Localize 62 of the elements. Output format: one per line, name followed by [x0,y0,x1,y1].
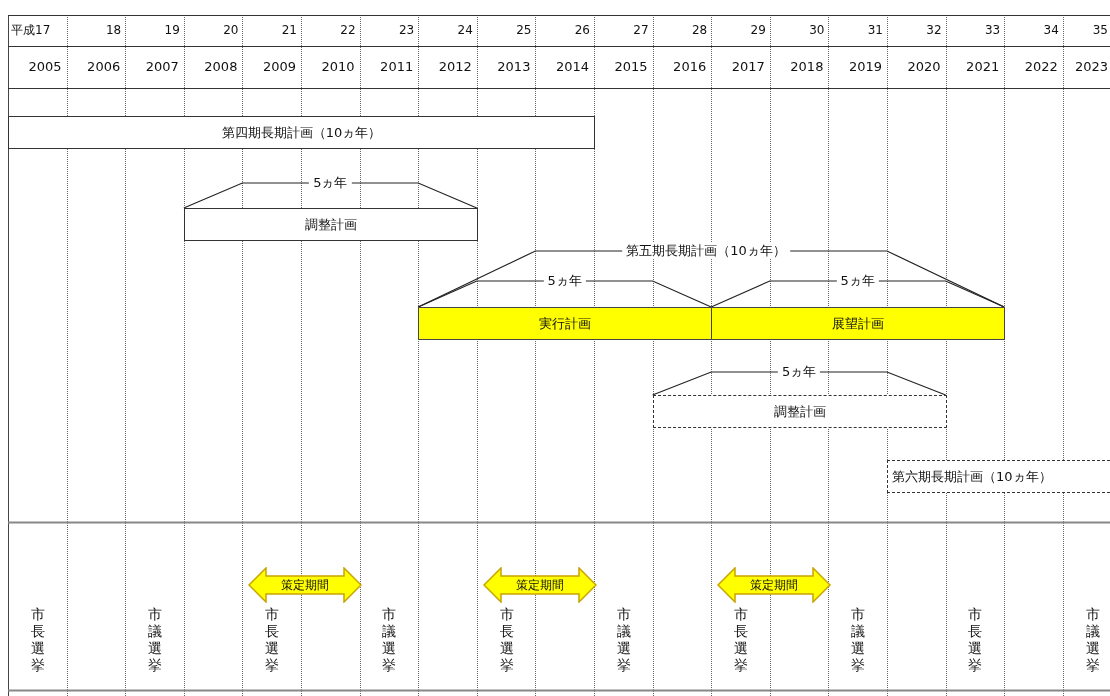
era-year-label: 21 [281,23,297,37]
plan-box: 第四期長期計画（10ヵ年） [8,116,595,149]
year-label: 2016 [673,60,707,74]
era-year-label: 18 [105,23,122,37]
era-year-label: 30 [809,23,825,37]
double-arrow [482,567,597,603]
plan-box: 調整計画 [652,395,947,428]
year-label: 2020 [907,60,941,74]
year-label: 2022 [1024,60,1058,74]
plan-box: 第六期長期計画（10ヵ年） [887,460,1110,493]
year-label: 2010 [321,60,355,74]
era-year-label: 34 [1043,23,1059,37]
election-label: 市議選挙 [616,606,632,674]
arrow-label: 策定期間 [280,577,331,593]
era-year-label: 20 [223,23,239,37]
year-label: 2013 [497,60,531,74]
arrow-label: 策定期間 [514,577,565,593]
arrow-label: 策定期間 [749,577,800,593]
era-year-label: 33 [984,23,1001,37]
year-label: 2008 [204,60,238,74]
year-label: 2011 [380,60,414,74]
year-label: 2005 [28,60,62,74]
election-label: 市長選挙 [967,606,983,674]
plan-box: 実行計画 [418,307,713,340]
era-year-label: 27 [633,23,649,37]
year-label: 2019 [848,60,882,74]
era-year-label: 32 [926,23,942,37]
era-year-label: 35 [1092,23,1108,37]
election-label: 市長選挙 [30,606,46,674]
year-label: 2006 [87,60,121,74]
era-year-label: 26 [574,23,590,37]
duration-label: 5ヵ年 [777,364,821,380]
era-year-label: 平成17 [11,23,51,37]
year-label: 2018 [790,60,824,74]
election-label: 市議選挙 [1085,606,1101,674]
duration-label: 5ヵ年 [836,273,879,289]
election-label: 市議選挙 [147,606,163,674]
year-label: 2007 [145,60,179,74]
double-arrow [717,567,832,603]
era-year-label: 28 [691,23,708,37]
year-label: 2021 [966,60,1000,74]
duration-label: 5ヵ年 [543,273,586,289]
year-label: 2009 [262,60,296,74]
era-year-label: 29 [750,23,766,37]
year-label: 2017 [731,60,765,74]
year-label: 2014 [555,60,589,74]
era-year-label: 22 [340,23,356,37]
era-year-label: 19 [164,23,180,37]
era-year-label: 25 [516,23,532,37]
era-year-label: 23 [398,23,415,37]
bracket-label: 第五期長期計画（10ヵ年） [622,243,790,259]
plan-box: 調整計画 [183,208,478,241]
era-year-label: 31 [867,23,883,37]
year-label: 2012 [438,60,472,74]
era-year-label: 24 [457,23,473,37]
election-label: 市議選挙 [850,606,866,674]
election-label: 市議選挙 [381,606,397,674]
duration-label: 5ヵ年 [309,175,352,191]
year-label: 2023 [1074,60,1108,74]
year-label: 2015 [614,60,648,74]
plan-box: 展望計画 [711,307,1006,340]
double-arrow [248,567,363,603]
